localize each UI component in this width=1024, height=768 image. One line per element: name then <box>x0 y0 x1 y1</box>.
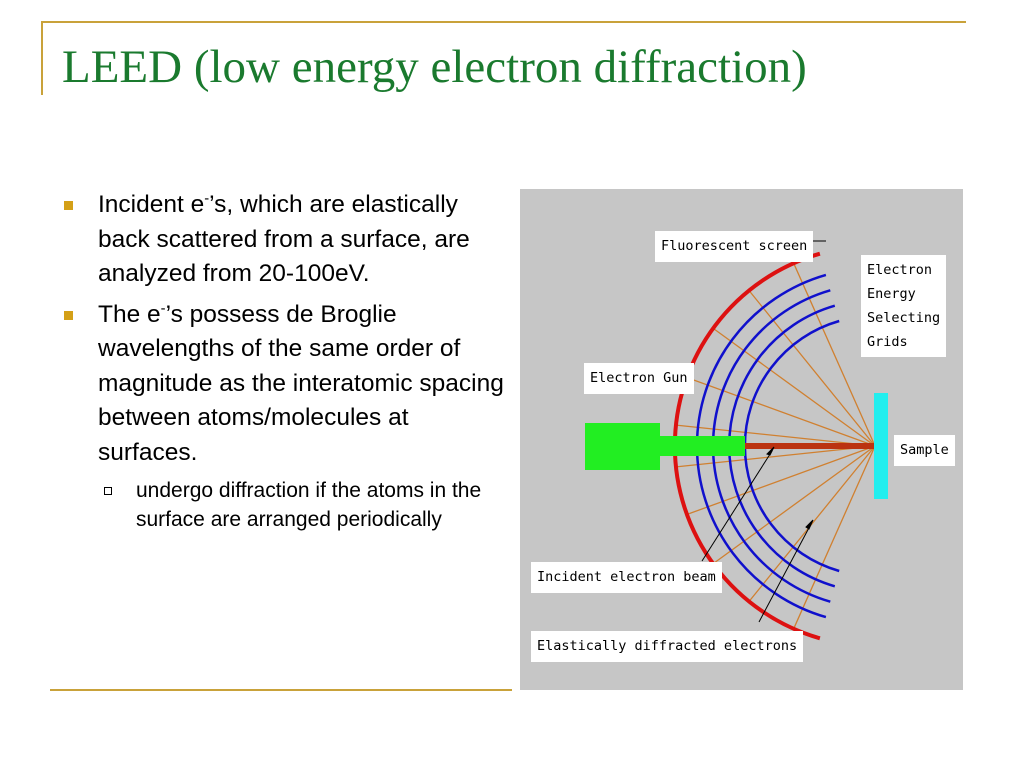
decorative-vertical-line <box>41 21 43 95</box>
label-sample: Sample <box>894 435 955 466</box>
label-diffracted-electrons: Elastically diffracted electrons <box>531 631 804 662</box>
grids-label-line-4: Grids <box>867 334 908 350</box>
electron-gun-nozzle <box>660 436 745 456</box>
bullet-text-post: ’s possess de Broglie wavelengths of the… <box>98 300 504 466</box>
sub-bullet-text: undergo diffraction if the atoms in the … <box>136 479 482 531</box>
label-electron-gun: Electron Gun <box>584 363 694 394</box>
pointer-lines <box>701 240 826 623</box>
diffracted-ray-10 <box>793 445 876 629</box>
arrow-incident <box>766 446 775 456</box>
diffracted-ray-6 <box>676 445 876 468</box>
sub-bullet-item: undergo diffraction if the atoms in the … <box>60 476 505 534</box>
diffracted-ray-2 <box>748 290 876 447</box>
bullet-item-2: The e-’s possess de Broglie wavelengths … <box>60 298 505 471</box>
decorative-bottom-line <box>50 689 512 691</box>
square-bullet-icon <box>64 201 73 210</box>
diffracted-ray-5 <box>676 424 876 447</box>
diffracted-ray-8 <box>712 445 876 565</box>
arrow-diffracted <box>805 519 814 530</box>
superscript-minus: - <box>204 190 210 207</box>
decorative-top-line <box>41 21 966 23</box>
pointer-diffracted <box>758 523 812 623</box>
superscript-minus: - <box>160 300 166 317</box>
electron-gun-body <box>585 423 660 470</box>
grids-label-line-2: Energy <box>867 286 916 302</box>
leed-diagram: Fluorescent screen Electron Energy Selec… <box>520 189 963 690</box>
diffracted-rays <box>676 263 876 629</box>
bullet-text-post: ’s, which are elastically back scattered… <box>98 191 470 287</box>
slide-title: LEED (low energy electron diffraction) <box>62 41 807 93</box>
diffracted-ray-3 <box>712 327 876 447</box>
hollow-square-bullet-icon <box>104 487 112 495</box>
label-incident-beam: Incident electron beam <box>531 562 722 593</box>
pointer-incident <box>701 450 773 562</box>
grids-label-line-1: Electron <box>867 262 933 278</box>
bullet-text-pre: Incident e <box>98 191 205 218</box>
diffracted-ray-9 <box>748 445 876 602</box>
bullet-item-1: Incident e-’s, which are elastically bac… <box>60 188 505 292</box>
sample-crystal <box>874 393 888 499</box>
square-bullet-icon <box>64 310 73 320</box>
bullet-text-pre: The e <box>98 300 161 328</box>
label-fluorescent-screen: Fluorescent screen <box>655 231 814 262</box>
label-energy-grids: Electron Energy Selecting Grids <box>861 255 947 357</box>
diffracted-ray-7 <box>686 445 876 516</box>
grids-label-line-3: Selecting <box>867 310 941 326</box>
diffracted-ray-4 <box>686 376 876 447</box>
bullet-list: Incident e-’s, which are elastically bac… <box>60 188 505 534</box>
leed-diagram-svg <box>585 240 888 641</box>
diffracted-ray-1 <box>793 263 876 447</box>
